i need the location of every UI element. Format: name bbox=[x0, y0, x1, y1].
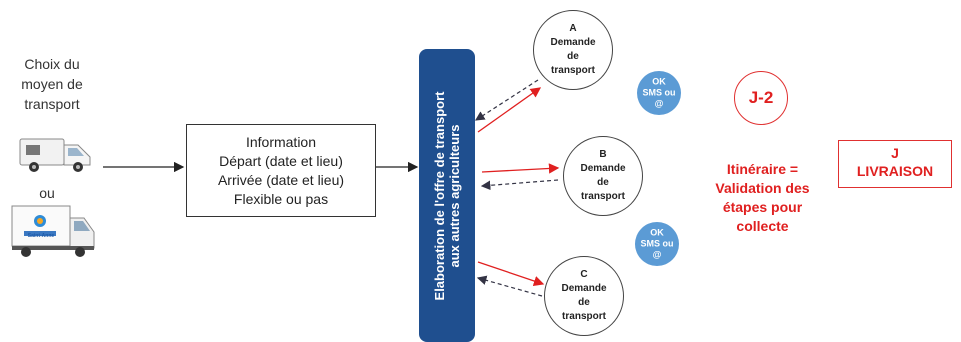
arrow-bar-to-b bbox=[481, 163, 560, 174]
ou-label: ou bbox=[39, 185, 55, 201]
arrow-bar-to-a bbox=[477, 87, 542, 133]
request-circle-c: C Demande de transport bbox=[544, 256, 624, 336]
ok-sms-badge-2: OK SMS ou @ bbox=[635, 222, 679, 266]
truck-brand-label: Saint-Anne bbox=[27, 233, 55, 239]
itinerary-text: Itinéraire = Validation des étapes pour … bbox=[715, 161, 810, 234]
truck-icon bbox=[11, 205, 95, 257]
info-line-3: Arrivée (date et lieu) bbox=[217, 172, 345, 188]
ok-sms-badge-1: OK SMS ou @ bbox=[637, 71, 681, 115]
request-circle-b: B Demande de transport bbox=[563, 136, 643, 216]
info-line-4: Flexible ou pas bbox=[233, 191, 329, 207]
van-icon bbox=[19, 138, 91, 172]
arrow-b-to-bar bbox=[480, 179, 559, 191]
offer-elaboration-bar: Elaboration de l'offre de transport aux … bbox=[419, 49, 475, 342]
request-circle-a: A Demande de transport bbox=[533, 10, 613, 90]
transport-choice-label: Choix du moyen de transport bbox=[21, 56, 83, 112]
info-line-1: Information bbox=[245, 134, 317, 150]
arrow-bar-to-c bbox=[477, 261, 545, 287]
j-minus-2-circle: J-2 bbox=[734, 71, 788, 125]
arrow-a-to-bar bbox=[474, 79, 539, 121]
delivery-box: J LIVRAISON bbox=[838, 140, 952, 188]
information-box: Information Départ (date et lieu) Arrivé… bbox=[186, 124, 376, 217]
info-line-2: Départ (date et lieu) bbox=[219, 153, 343, 169]
offer-elaboration-text: Elaboration de l'offre de transport aux … bbox=[432, 91, 462, 300]
